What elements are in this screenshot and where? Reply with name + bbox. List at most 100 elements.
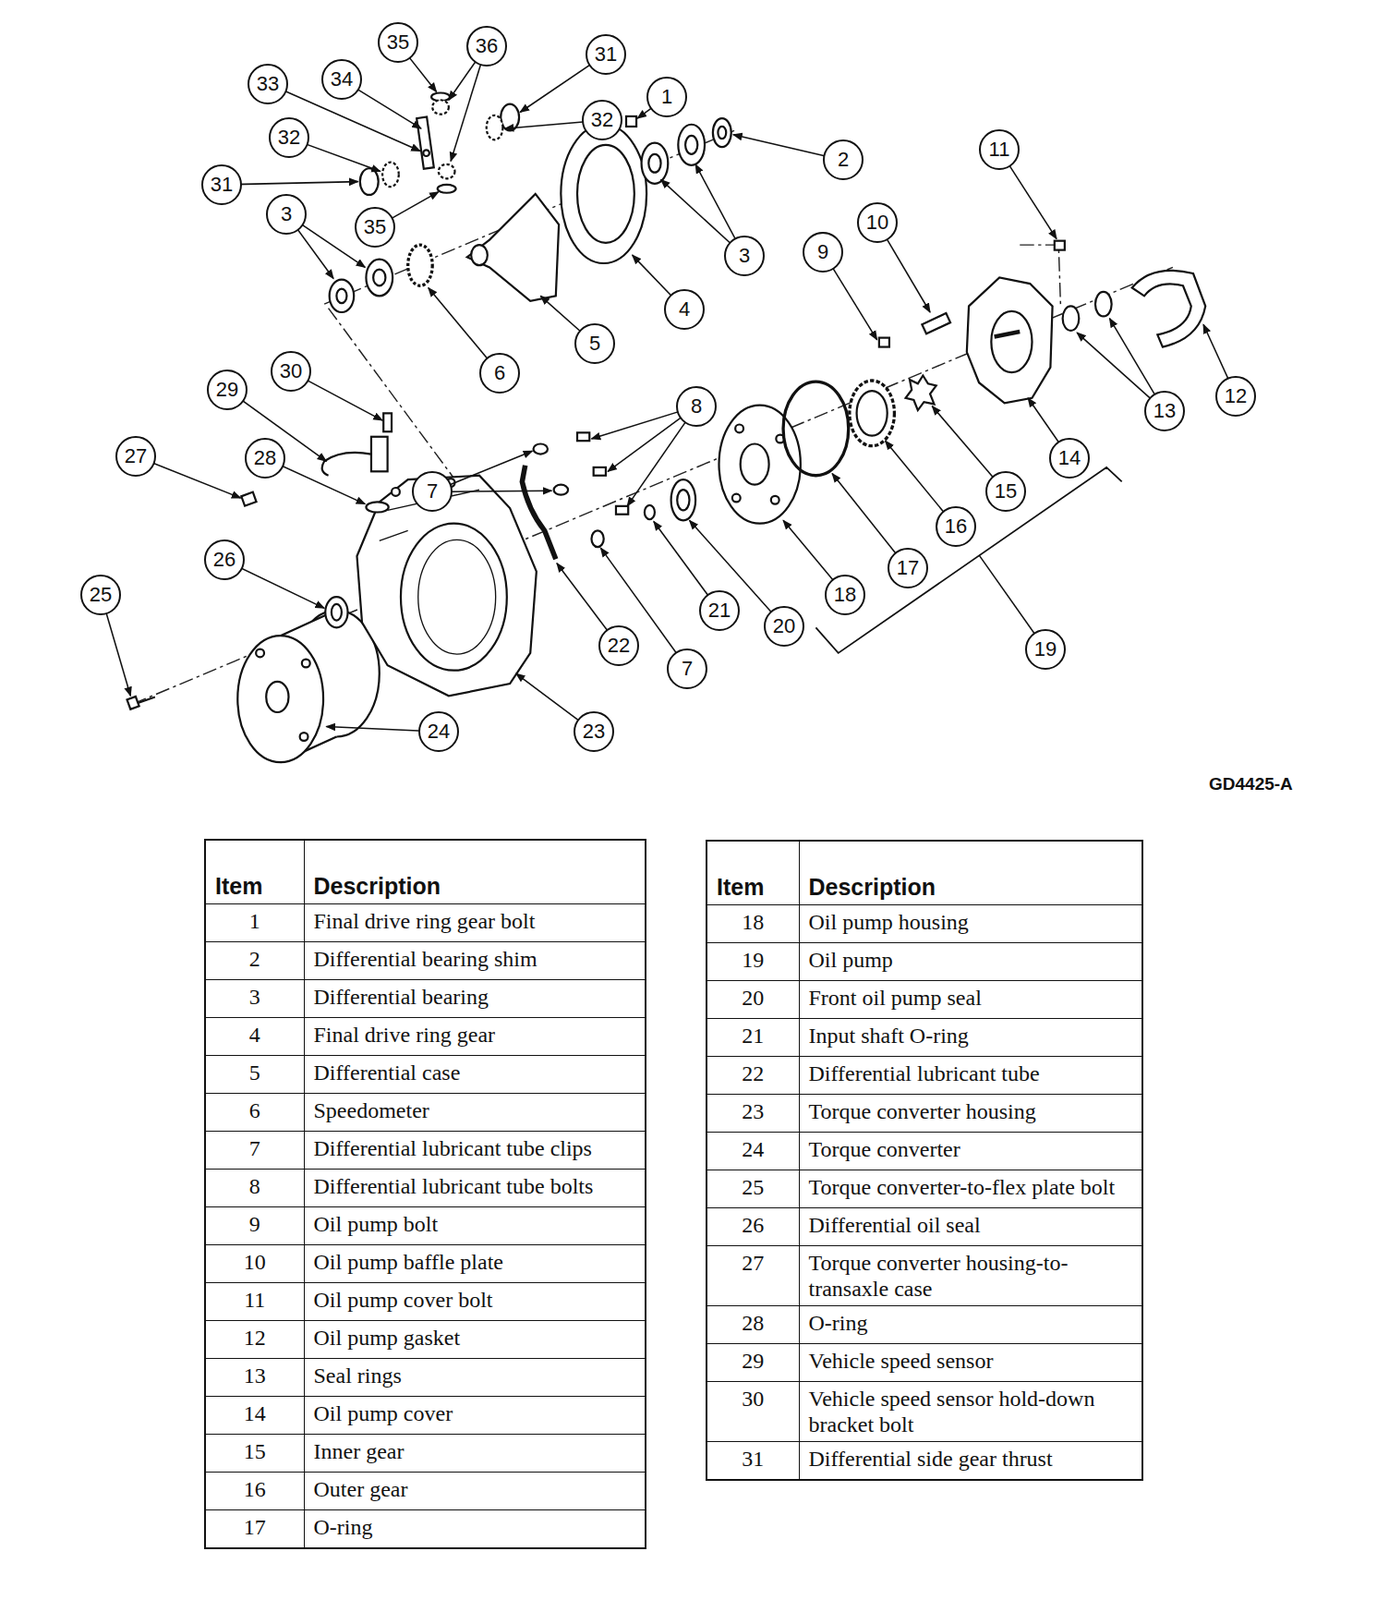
item-text: 13 [243, 1363, 266, 1388]
description-cell: Differential side gear thrust [798, 1441, 1143, 1481]
table-row: 14Oil pump cover [205, 1396, 646, 1435]
callout-text: 5 [589, 333, 601, 354]
converter-housing [391, 487, 400, 496]
table-row: 11Oil pump cover bolt [205, 1282, 646, 1321]
differential [685, 135, 698, 155]
item-text: 8 [249, 1173, 261, 1198]
small-parts [383, 412, 392, 432]
callout-number: 21 [699, 590, 740, 631]
description-text: Oil pump cover [314, 1401, 454, 1426]
description-cell: Oil pump [798, 942, 1143, 981]
table-row: 8 Differential lubricant tube bolts [205, 1169, 646, 1208]
description-cell: Oil pump cover [303, 1396, 646, 1435]
description-cell: Differential case [303, 1055, 646, 1094]
item-cell: 3 [205, 979, 304, 1018]
table-row: 6Speedometer [205, 1093, 646, 1132]
item-text: 3 [249, 984, 261, 1009]
callout-number: 25 [80, 574, 121, 616]
description-text: Vehicle speed sensor [809, 1348, 994, 1373]
description-cell: Oil pump bolt [303, 1207, 646, 1245]
table-row: 1Final drive ring gear bolt [205, 904, 646, 943]
description-text: Differential lubricant tube clips [314, 1135, 592, 1160]
callout-text: 24 [427, 721, 450, 742]
callout-text: 21 [708, 600, 731, 621]
item-cell: 19 [706, 942, 799, 981]
axis-line [132, 130, 1173, 704]
item-cell: 11 [205, 1282, 304, 1321]
item-text: 30 [741, 1386, 764, 1411]
table-row: 7Differential lubricant tube clips [205, 1131, 646, 1170]
description-text: Differential bearing [314, 984, 489, 1009]
side-gears [486, 115, 504, 141]
small-parts [241, 412, 392, 628]
table-row: 12 Oil pump gasket [205, 1320, 646, 1359]
oil-pump [905, 374, 937, 411]
description-text: Final drive ring gear [314, 1022, 496, 1047]
item-text: 25 [741, 1174, 764, 1199]
callout-text: 11 [989, 139, 1011, 160]
item-cell: 27 [706, 1245, 799, 1306]
callout-text: 4 [678, 299, 690, 320]
callout-number: 6 [479, 352, 520, 394]
callout-number: 29 [206, 369, 248, 411]
differential [329, 116, 732, 313]
callout-text: 35 [363, 217, 387, 238]
description-cell: Differential bearing [303, 979, 646, 1018]
bolt [127, 696, 156, 710]
description-cell: O-ring [303, 1509, 646, 1549]
table-row: 19Oil pump [706, 942, 1143, 981]
item-cell: 2 [205, 942, 304, 980]
description-cell: Oil pump gasket [303, 1320, 646, 1359]
side-gears [360, 168, 379, 195]
torque-converter [265, 681, 289, 713]
table-row: 21Input shaft O-ring [706, 1018, 1143, 1057]
description-cell: Outer gear [303, 1472, 646, 1510]
callout-text: 31 [210, 174, 233, 195]
description-text: Oil pump gasket [314, 1325, 461, 1350]
description-text: Torque converter [809, 1136, 961, 1161]
item-cell: 22 [706, 1056, 799, 1095]
item-cell: 10 [205, 1244, 304, 1283]
callout-text: 18 [833, 584, 857, 605]
callout-number: 17 [887, 547, 929, 589]
item-cell: 28 [706, 1305, 799, 1344]
callout-number: 23 [573, 711, 615, 752]
callout-text: 34 [330, 69, 353, 90]
callout-text: 25 [89, 584, 112, 605]
oil-pump [966, 277, 1053, 403]
differential [641, 143, 669, 184]
item-text: 12 [243, 1325, 266, 1350]
oil-pump [994, 331, 1021, 338]
lubricant-tube [521, 432, 629, 559]
item-cell: 13 [205, 1358, 304, 1397]
description-cell: Torque converter housing-to-transaxle ca… [798, 1245, 1143, 1306]
callout-number: 30 [270, 350, 312, 392]
callout-number: 26 [204, 539, 245, 580]
callout-text: 31 [594, 44, 617, 65]
table-row: 26Differential oil seal [706, 1207, 1143, 1246]
description-text: Front oil pump seal [809, 985, 982, 1010]
item-cell: 21 [706, 1018, 799, 1057]
side-gears [437, 184, 457, 194]
callout-text: 33 [256, 73, 279, 95]
callout-text: 7 [426, 481, 438, 502]
oil-pump [921, 313, 951, 334]
table-row: 16Outer gear [205, 1472, 646, 1510]
callout-text: 10 [866, 212, 889, 233]
description-cell: Differential lubricant tube [798, 1056, 1143, 1095]
table-row: 9Oil pump bolt [205, 1207, 646, 1245]
callout-text: 30 [279, 361, 302, 382]
description-cell: Differential lubricant tube bolts [303, 1169, 646, 1208]
description-cell: Torque converter-to-flex plate bolt [798, 1170, 1143, 1208]
description-text: Differential side gear thrust [809, 1446, 1053, 1471]
callout-text: 32 [277, 127, 301, 148]
callout-number: 24 [418, 711, 459, 752]
item-cell: 20 [706, 980, 799, 1019]
table-row: 30Vehicle speed sensor hold-down bracket… [706, 1381, 1143, 1442]
callout-text: 23 [582, 721, 605, 742]
item-text: 1 [249, 908, 261, 933]
callout-number: 36 [466, 25, 508, 67]
item-cell: 5 [205, 1055, 304, 1094]
item-cell: 15 [205, 1434, 304, 1473]
item-text: 4 [249, 1022, 261, 1047]
